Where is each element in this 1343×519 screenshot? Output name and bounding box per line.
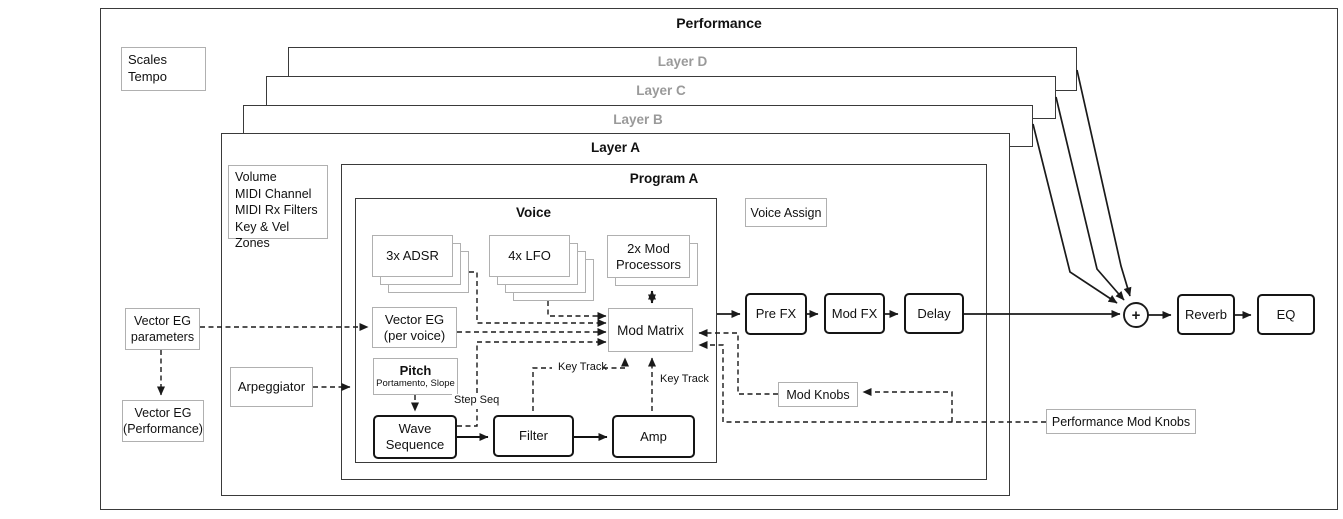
key-track-amp-annotation: Key Track [658,373,711,385]
voice-assign-label: Voice Assign [750,205,822,220]
key-track-filter-annotation: Key Track [556,361,609,373]
vector-eg-performance-box: Vector EG (Performance) [122,400,204,442]
program-a-title: Program A [629,171,699,186]
delay-box: Delay [904,293,964,334]
pre-fx-label: Pre FX [755,306,797,322]
reverb-label: Reverb [1185,306,1227,322]
vector-eg-per-voice-box: Vector EG (per voice) [372,307,457,348]
vector-eg-parameters-box: Vector EG parameters [125,308,200,350]
tempo-label: Tempo [128,69,168,85]
vector-eg-per-voice-label: Vector EG [384,311,445,327]
delay-label: Delay [917,305,951,321]
vector-eg-performance-label: (Performance) [123,422,203,436]
vector-eg-parameters-label: Vector EG [134,314,191,328]
key-vel-zones-label: Key & Vel Zones [235,219,290,251]
scales-label: Scales [128,52,168,67]
mod-processors-label: Processors [615,256,682,272]
pitch-box: Pitch Portamento, Slope [373,358,458,395]
step-seq-annotation: Step Seq [452,394,502,406]
wave-sequence-label: Wave [398,421,432,437]
vector-eg-per-voice-label: (per voice) [383,327,446,343]
midi-channel-label: MIDI Channel [235,186,312,201]
mod-knobs-box: Mod Knobs [778,382,858,407]
scales-tempo-box: Scales Tempo [121,47,206,91]
voice-assign-box: Voice Assign [745,198,827,227]
adsr-box: 3x ADSR [372,235,453,277]
lfo-label: 4x LFO [508,248,551,264]
layer-settings-box: Volume MIDI Channel MIDI Rx Filters Key … [228,165,328,250]
voice-title: Voice [516,205,552,220]
midi-rx-filters-label: MIDI Rx Filters [235,203,318,217]
volume-label: Volume [235,170,277,184]
eq-box: EQ [1257,294,1315,335]
vector-eg-parameters-label: parameters [130,330,195,344]
arpeggiator-label: Arpeggiator [237,379,306,395]
filter-label: Filter [519,428,548,444]
performance-title: Performance [676,15,762,31]
arpeggiator-box: Arpeggiator [230,367,313,407]
wave-sequence-label: Sequence [385,437,445,452]
reverb-box: Reverb [1177,294,1235,335]
amp-label: Amp [640,428,667,444]
amp-box: Amp [612,415,695,458]
mod-fx-label: Mod FX [831,305,878,321]
layer-d-title: Layer D [657,54,708,69]
layer-b-title: Layer B [613,112,663,127]
mod-processors-label: 2x Mod [627,240,670,256]
eq-label: EQ [1276,306,1296,322]
performance-mod-knobs-box: Performance Mod Knobs [1046,409,1196,434]
layer-c-title: Layer C [636,83,686,98]
mod-fx-box: Mod FX [824,293,885,334]
layer-a-title: Layer A [590,140,641,155]
wave-sequence-box: Wave Sequence [373,415,457,459]
vector-eg-performance-label: Vector EG [134,406,192,420]
pre-fx-box: Pre FX [745,293,807,335]
mod-knobs-label: Mod Knobs [786,387,850,402]
performance-mod-knobs-label: Performance Mod Knobs [1051,414,1191,429]
filter-box: Filter [493,415,574,457]
adsr-label: 3x ADSR [386,248,439,264]
lfo-box: 4x LFO [489,235,570,277]
mod-matrix-label: Mod Matrix [617,322,684,338]
pitch-subtitle: Portamento, Slope [376,377,455,389]
mod-matrix-box: Mod Matrix [608,308,693,352]
mod-processors-box: 2x Mod Processors [607,235,690,278]
pitch-label: Pitch [399,362,432,378]
